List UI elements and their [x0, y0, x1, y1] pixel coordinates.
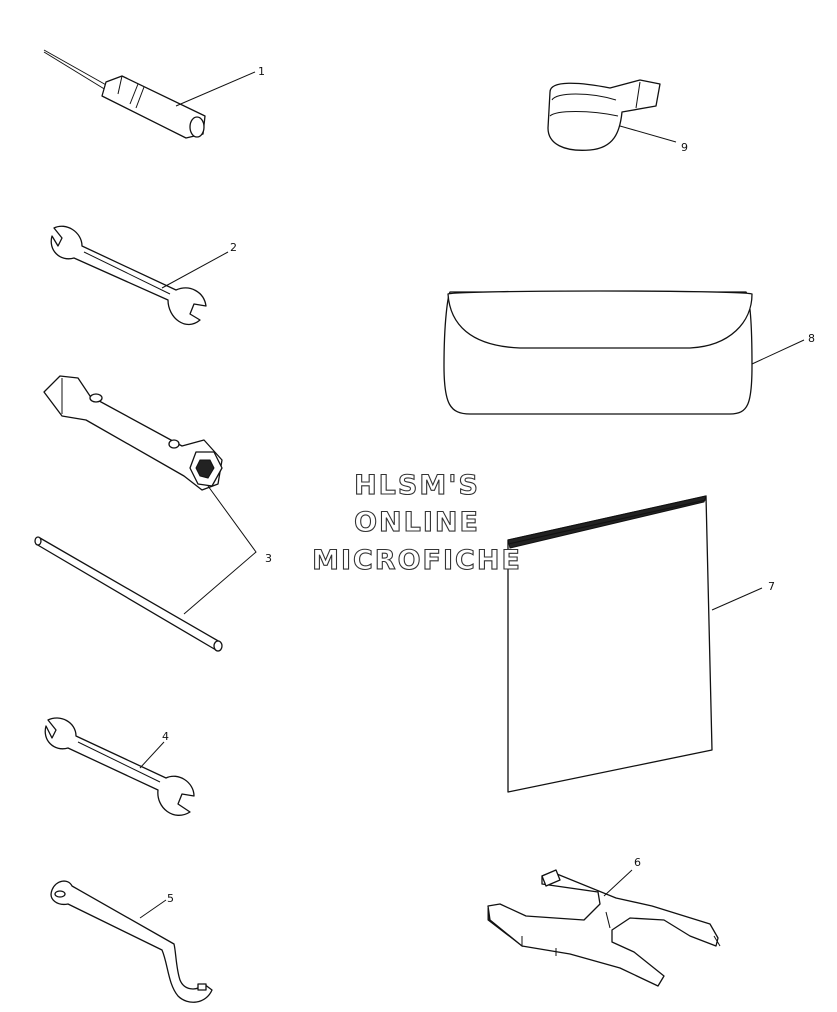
tommy-bar — [34, 536, 223, 652]
callout-6: 6 — [634, 856, 641, 869]
tool-pouch — [443, 290, 753, 415]
callout-4: 4 — [162, 730, 169, 743]
watermark-line-2: ONLINE — [354, 507, 480, 538]
leader-9 — [619, 125, 677, 143]
leader-8 — [751, 339, 805, 365]
leader-1 — [175, 71, 256, 107]
screwdriver — [43, 49, 206, 139]
spreader-bracket — [487, 869, 721, 987]
box-wrench — [43, 375, 223, 491]
callout-5: 5 — [167, 892, 174, 905]
leader-3 — [183, 485, 257, 615]
watermark-line-1: HLSM'S — [354, 470, 480, 501]
strap — [547, 79, 661, 151]
spanner-wrench — [50, 880, 213, 1003]
owners-manual — [507, 495, 713, 793]
wrench-small — [50, 225, 207, 326]
watermark-line-3: MICROFICHE — [312, 545, 522, 576]
callout-2: 2 — [230, 241, 237, 254]
callout-8: 8 — [808, 332, 815, 345]
callout-3: 3 — [265, 552, 272, 565]
callout-9: 9 — [681, 141, 688, 154]
leader-4 — [139, 741, 165, 769]
leader-6 — [603, 869, 633, 897]
leader-7 — [711, 587, 763, 611]
callout-7: 7 — [768, 580, 775, 593]
leader-2 — [161, 251, 229, 289]
leader-5 — [139, 899, 167, 919]
callout-1: 1 — [258, 65, 265, 78]
wrench-medium — [44, 717, 195, 816]
